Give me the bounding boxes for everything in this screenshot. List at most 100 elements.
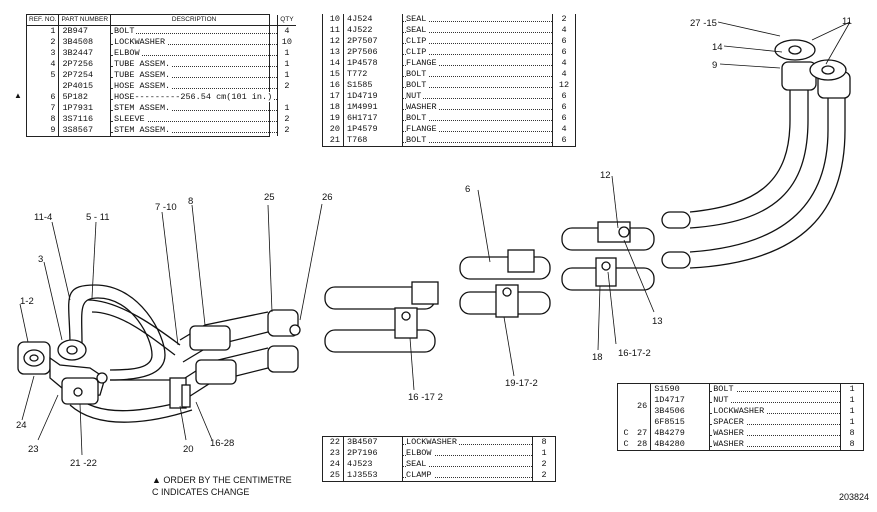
description-text: NUT — [713, 395, 731, 405]
callout-9: 9 — [712, 60, 717, 71]
ref-number: 25 — [323, 470, 344, 481]
quantity: 4 — [552, 25, 575, 36]
quantity: 6 — [552, 102, 575, 113]
quantity: 1 — [532, 448, 555, 459]
description-text: NUT — [406, 91, 424, 101]
ref-number: 6 — [27, 92, 60, 103]
description-cell: WASHER — [403, 102, 553, 113]
quantity: 6 — [552, 91, 575, 102]
ref-number: 20 — [323, 124, 344, 135]
order-mark — [14, 46, 26, 57]
quantity: 1 — [277, 103, 296, 114]
description-cell: BOLT — [403, 69, 553, 80]
description-text: ELBOW — [406, 448, 434, 458]
part-number: 2P7507 — [343, 36, 403, 47]
description-cell: BOLT — [403, 113, 553, 124]
quantity: 2 — [532, 470, 555, 481]
change-mark — [618, 406, 634, 417]
ref-number: 13 — [323, 47, 344, 58]
description-text: STEM ASSEM. — [114, 125, 173, 135]
part-number: 3S7116 — [58, 114, 112, 125]
ref-number: 21 — [323, 135, 344, 146]
description-text: CLAMP — [406, 470, 434, 480]
description-text: SEAL — [406, 459, 429, 469]
part-number: 2P4015 — [58, 81, 112, 92]
quantity: 4 — [552, 58, 575, 69]
ref-number: 24 — [323, 459, 344, 470]
description-cell: FLANGE — [403, 124, 553, 135]
ref-number: 1 — [27, 25, 60, 37]
description-text: FLANGE — [406, 124, 439, 134]
callout-11: 11 — [842, 16, 852, 27]
quantity: 2 — [277, 81, 296, 92]
callout-20: 20 — [183, 444, 194, 455]
part-number: 3B2447 — [58, 48, 112, 59]
quantity: 6 — [552, 36, 575, 47]
callout-11-4: 11-4 — [34, 212, 52, 223]
description-cell: ELBOW — [111, 48, 278, 59]
order-mark: ▲ — [14, 91, 22, 100]
description-text: CLIP — [406, 47, 429, 57]
callout-23: 23 — [28, 444, 39, 455]
description-cell: LOCKWASHER — [403, 437, 533, 448]
part-number: 2P7506 — [343, 47, 403, 58]
ref-number: 22 — [323, 437, 344, 448]
ref-number: 23 — [323, 448, 344, 459]
order-mark — [14, 35, 26, 46]
order-mark — [14, 24, 26, 35]
quantity: 1 — [840, 417, 863, 428]
order-mark — [14, 112, 26, 123]
description-cell: FLANGE — [403, 58, 553, 69]
callout-1-2: 1-2 — [20, 296, 34, 307]
part-number: 4B4279 — [650, 428, 711, 439]
description-cell: HOSE---------256.54 cm(101 in.) — [111, 92, 278, 103]
callout-7-10: 7 -10 — [155, 202, 177, 213]
part-number: 1P4578 — [343, 58, 403, 69]
description-text: BOLT — [713, 384, 736, 394]
ref-number: 2 — [27, 37, 60, 48]
description-text: BOLT — [406, 135, 429, 145]
callout-16-17-2-right: 16-17-2 — [618, 348, 651, 359]
description-cell: SLEEVE — [111, 114, 278, 125]
callout-16-17-2: 16 -17 2 — [408, 392, 443, 403]
quantity: 10 — [277, 37, 296, 48]
part-number: 4J523 — [343, 459, 403, 470]
description-text: TUBE ASSEM. — [114, 70, 173, 80]
description-cell: SEAL — [403, 25, 553, 36]
description-cell: BOLT — [403, 135, 553, 146]
description-text: WASHER — [406, 102, 439, 112]
ref-number: 10 — [323, 14, 344, 25]
description-cell: LOCKWASHER — [710, 406, 841, 417]
callout-12: 12 — [600, 170, 611, 181]
description-text: BOLT — [406, 80, 429, 90]
description-cell: CLIP — [403, 47, 553, 58]
ref-number: 11 — [323, 25, 344, 36]
order-mark — [14, 57, 26, 68]
right-hose-lower-inner — [689, 85, 846, 269]
quantity: 2 — [277, 114, 296, 125]
description-text: BOLT — [406, 113, 429, 123]
quantity: 2 — [552, 14, 575, 25]
description-cell: STEM ASSEM. — [111, 103, 278, 114]
part-number: 6F8515 — [650, 417, 711, 428]
flange-top-left — [774, 39, 816, 61]
quantity: 6 — [552, 135, 575, 146]
quantity: 12 — [552, 80, 575, 91]
order-mark — [14, 101, 26, 112]
part-number: 2P7196 — [343, 448, 403, 459]
